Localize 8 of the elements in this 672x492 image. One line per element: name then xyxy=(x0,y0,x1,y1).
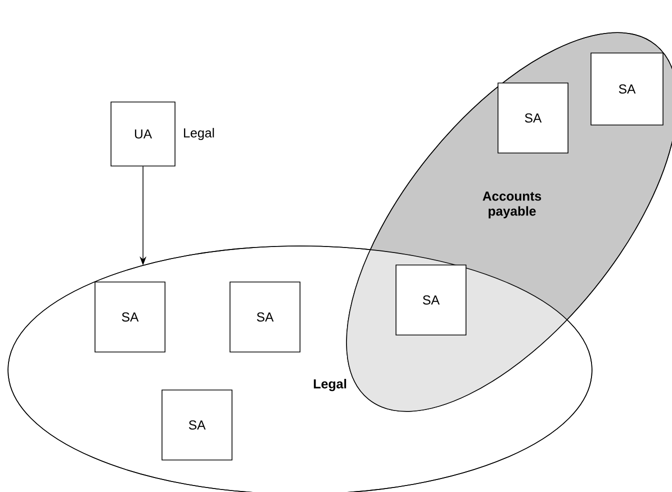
node-label: Legal xyxy=(314,378,346,392)
square-box: SA xyxy=(590,52,664,126)
node-label: Accounts payable xyxy=(482,192,542,218)
square-box: SA xyxy=(94,282,166,352)
box-caption: Legal xyxy=(184,128,214,140)
square-box: SA xyxy=(498,82,568,154)
square-box: SA xyxy=(230,282,300,352)
square-box: SA xyxy=(162,390,232,460)
